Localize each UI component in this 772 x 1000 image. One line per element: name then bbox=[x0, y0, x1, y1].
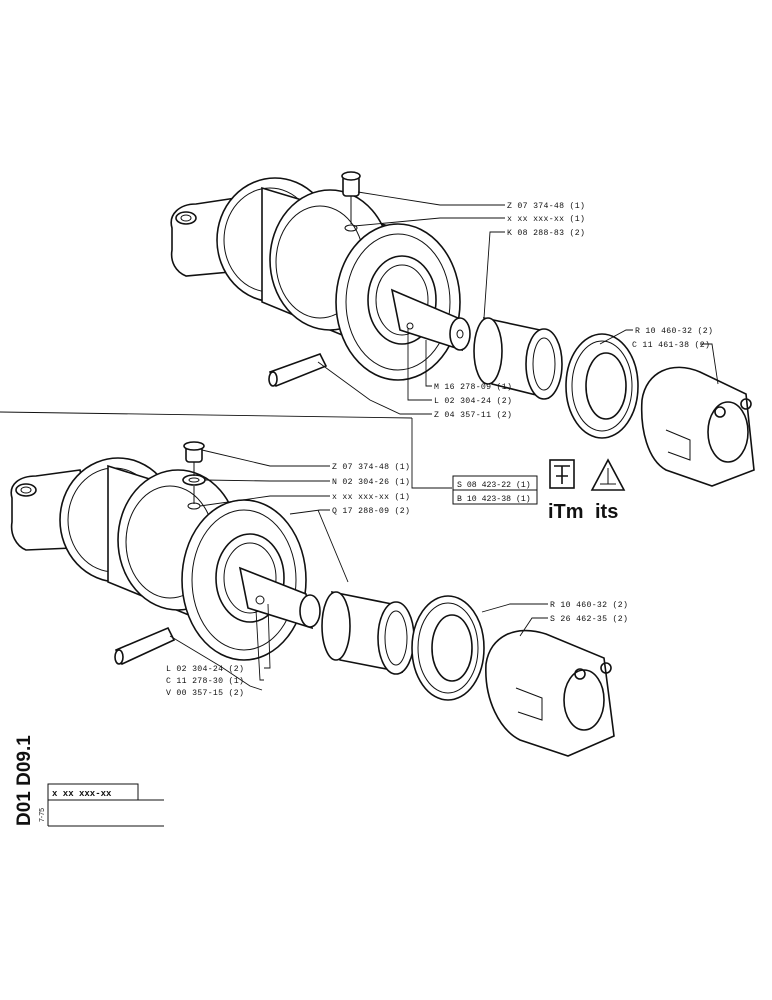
lower-label-6: L 02 304-24 (2) bbox=[166, 664, 244, 674]
its-logo: its bbox=[590, 458, 626, 523]
lower-label-0: Z 07 374-48 (1) bbox=[332, 462, 410, 472]
upper-labels: Z 07 374-48 (1) x xx xxx-xx (1) K 08 288… bbox=[434, 201, 713, 420]
upper-roller-assembly bbox=[170, 171, 755, 487]
lower-label-3: Q 17 288-09 (2) bbox=[332, 506, 410, 516]
upper-label-3: R 10 460-32 (2) bbox=[635, 326, 713, 336]
common-box-row-0: S 08 423-22 (1) bbox=[457, 480, 531, 490]
its-logo-text: its bbox=[595, 501, 618, 523]
drawing-date: 7-75 bbox=[39, 808, 46, 822]
lower-leader-lines bbox=[169, 449, 548, 691]
itm-logo-text: iTm bbox=[548, 501, 584, 523]
common-parts-box: S 08 423-22 (1) B 10 423-38 (1) bbox=[452, 475, 538, 505]
drawing-number: D01 D09.1 bbox=[14, 735, 35, 826]
common-box-row-1: B 10 423-38 (1) bbox=[457, 494, 531, 504]
upper-label-5: M 16 278-09 (1) bbox=[434, 382, 512, 392]
lower-label-1: N 02 304-26 (1) bbox=[332, 477, 410, 487]
upper-leader-lines bbox=[317, 191, 719, 415]
lower-label-2: x xx xxx-xx (1) bbox=[332, 492, 410, 502]
upper-label-2: K 08 288-83 (2) bbox=[507, 228, 585, 238]
lower-label-7: C 11 278-30 (1) bbox=[166, 676, 244, 686]
upper-label-1: x xx xxx-xx (1) bbox=[507, 214, 585, 224]
divider-line bbox=[0, 411, 413, 419]
lower-label-4: R 10 460-32 (2) bbox=[550, 600, 628, 610]
title-block: D01 D09.1 7-75 x xx xxx-xx bbox=[14, 735, 164, 827]
lower-label-5: S 26 462-35 (2) bbox=[550, 614, 628, 624]
upper-label-7: Z 04 357-11 (2) bbox=[434, 410, 512, 420]
common-box-leader bbox=[411, 418, 452, 489]
upper-label-4: C 11 461-38 (2) bbox=[632, 340, 710, 350]
lower-labels: Z 07 374-48 (1) N 02 304-26 (1) x xx xxx… bbox=[166, 462, 628, 698]
itm-logo: iTm bbox=[548, 459, 584, 523]
upper-label-0: Z 07 374-48 (1) bbox=[507, 201, 585, 211]
upper-label-6: L 02 304-24 (2) bbox=[434, 396, 512, 406]
manufacturer-logos: iTm its bbox=[548, 458, 626, 523]
lower-label-8: V 00 357-15 (2) bbox=[166, 688, 244, 698]
title-block-code: x xx xxx-xx bbox=[52, 789, 112, 799]
